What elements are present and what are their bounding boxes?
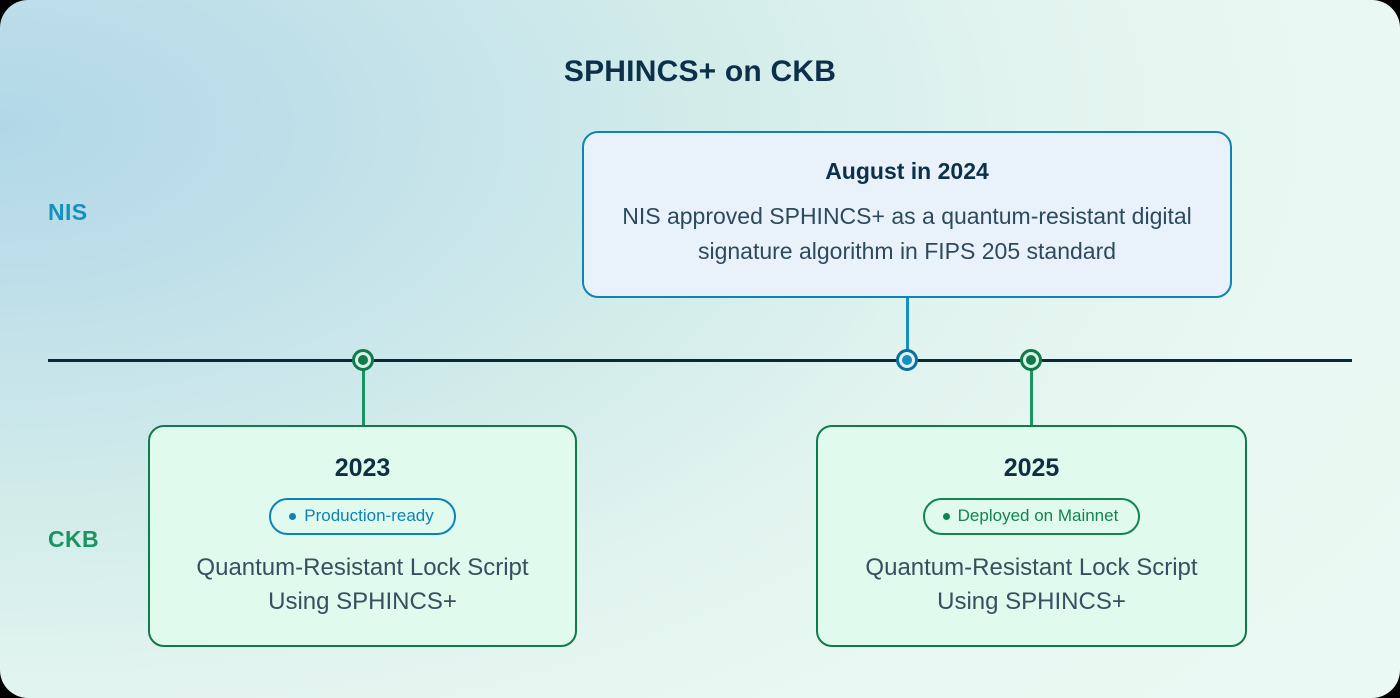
- status-badge-label: Production-ready: [304, 506, 434, 525]
- ckb-event-card-2025[interactable]: 2025 Deployed on Mainnet Quantum-Resista…: [816, 425, 1247, 647]
- connector-nis-to-axis: [906, 298, 909, 361]
- marker-dot-icon: [902, 355, 912, 365]
- ckb-event-year: 2023: [334, 454, 391, 482]
- nis-event-title: August in 2024: [825, 158, 989, 184]
- lane-label-nis: NIS: [48, 199, 88, 225]
- timeline-axis: [48, 359, 1352, 362]
- page-title: SPHINCS+ on CKB: [563, 55, 837, 88]
- ckb-event-body: Quantum-Resistant Lock Script Using SPHI…: [865, 554, 1198, 615]
- marker-dot-icon: [358, 355, 368, 365]
- status-badge-production-ready[interactable]: Production-ready: [269, 498, 456, 535]
- connector-axis-to-2025: [1030, 360, 1033, 426]
- status-badge-deployed-on-mainnet[interactable]: Deployed on Mainnet: [922, 498, 1141, 535]
- lane-label-ckb: CKB: [48, 526, 100, 552]
- status-badge-label: Deployed on Mainnet: [957, 506, 1119, 525]
- connector-axis-to-2023: [362, 360, 365, 426]
- ckb-event-year: 2025: [1003, 454, 1060, 482]
- nis-event-body: NIS approved SPHINCS+ as a quantum-resis…: [622, 203, 1192, 264]
- ckb-event-card-2023[interactable]: 2023 Production-ready Quantum-Resistant …: [148, 425, 577, 647]
- marker-dot-icon: [1026, 355, 1036, 365]
- nis-event-card[interactable]: August in 2024 NIS approved SPHINCS+ as …: [582, 131, 1232, 298]
- timeline-marker-2025[interactable]: [1020, 349, 1042, 371]
- timeline-marker-2023[interactable]: [352, 349, 374, 371]
- ckb-event-body: Quantum-Resistant Lock Script Using SPHI…: [196, 554, 529, 615]
- status-dot-icon: [289, 512, 297, 520]
- timeline-marker-nis-2024[interactable]: [896, 349, 918, 371]
- status-dot-icon: [942, 512, 950, 520]
